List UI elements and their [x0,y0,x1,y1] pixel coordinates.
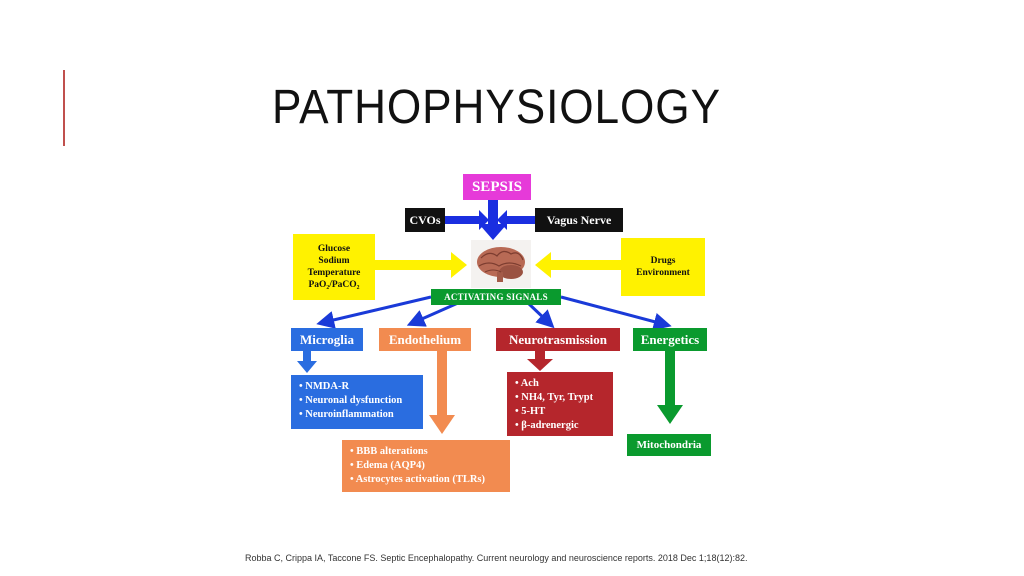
brain-icon [471,240,531,288]
diagram-arrows [297,200,683,434]
right-factors-arrow [535,252,623,278]
mitochondria-box: Mitochondria [627,434,711,456]
microglia-list: • NMDA-R • Neuronal dysfunction • Neuroi… [291,375,423,429]
list-item: • β-adrenergic [515,420,579,431]
factor-temperature: Temperature [307,268,361,278]
microglia-box: Microglia [291,328,363,351]
arrow-to-energetics [560,295,672,331]
sepsis-down-arrow [479,200,507,240]
list-item: • 5-HT [515,406,546,417]
factor-sodium: Sodium [318,256,350,266]
neuro-down-arrow [527,351,553,371]
pathophysiology-diagram: SEPSIS CVOs Vagus Nerve Glucose Sodium T… [283,168,723,498]
vagus-arrow [497,210,537,230]
energetics-box: Energetics [633,328,707,351]
factor-gases: PaO₂/PaCO₂ [308,280,360,290]
right-factors-box: Drugs Environment [621,238,705,296]
vagus-nerve-box: Vagus Nerve [535,208,623,232]
endothelium-box: Endothelium [379,328,471,351]
sepsis-box: SEPSIS [463,174,531,200]
arrow-to-microglia [316,295,432,329]
cvos-arrow [441,210,489,230]
list-item: • NMDA-R [299,381,350,392]
arrow-to-endothelium [406,301,459,327]
microglia-down-arrow [297,351,317,373]
endothelium-list: • BBB alterations • Edema (AQP4) • Astro… [342,440,510,492]
factor-glucose: Glucose [317,244,351,254]
cvos-box: CVOs [405,208,445,232]
accent-line [63,70,65,146]
left-factors-box: Glucose Sodium Temperature PaO₂/PaCO₂ [293,234,375,300]
left-factors-arrow [373,252,467,278]
list-item: • Neuroinflammation [299,409,394,420]
list-item: • Neuronal dysfunction [299,395,403,406]
neurotrasmission-box: Neurotrasmission [496,328,620,351]
list-item: • Ach [515,378,539,389]
arrow-to-neuro [526,301,555,329]
citation: Robba C, Crippa IA, Taccone FS. Septic E… [245,553,748,563]
endothelium-down-arrow [429,351,455,434]
factor-environment: Environment [636,268,690,278]
list-item: • BBB alterations [350,446,428,457]
list-item: • NH4, Tyr, Trypt [515,392,594,403]
activating-signals-box: ACTIVATING SIGNALS [431,289,561,305]
energetics-down-arrow [657,351,683,424]
slide-title: PATHOPHYSIOLOGY [272,81,721,134]
list-item: • Astrocytes activation (TLRs) [350,474,486,485]
list-item: • Edema (AQP4) [350,460,425,471]
factor-drugs: Drugs [650,256,676,266]
neurotrasmission-list: • Ach • NH4, Tyr, Trypt • 5-HT • β-adren… [507,372,613,436]
